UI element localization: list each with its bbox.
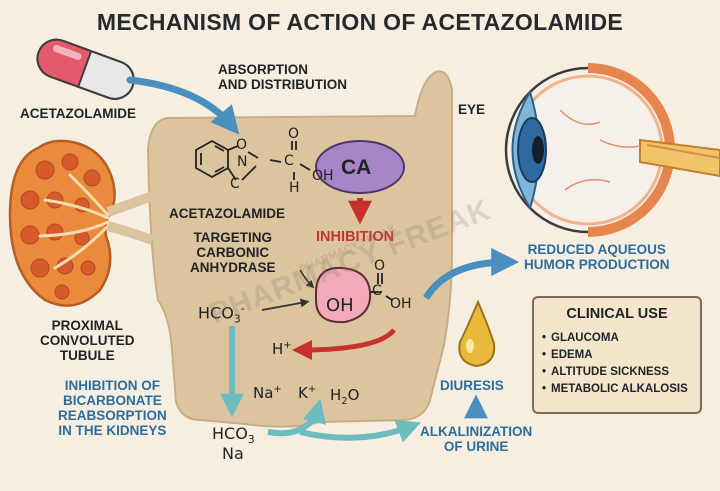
- mol-oh: OH: [312, 168, 334, 184]
- kidney-icon: [8, 139, 116, 307]
- carb-c: C: [372, 283, 382, 299]
- clinical-use-title: CLINICAL USE: [566, 306, 668, 322]
- eye-icon: [504, 63, 720, 237]
- proton-release-arrow: [292, 328, 396, 360]
- sodium-ion: Na+: [253, 384, 282, 402]
- reduced-aqueous-label: REDUCED AQUEOUS HUMOR PRODUCTION: [524, 242, 670, 273]
- bicarbonate-inhibition-label: INHIBITION OF BICARBONATE REABSORPTION I…: [58, 378, 167, 439]
- pill-capsule-icon: [36, 38, 135, 100]
- mol-c: C: [230, 176, 240, 192]
- clinical-use-list: GLAUCOMA EDEMA ALTITUDE SICKNESS METABOL…: [542, 332, 688, 400]
- page-title: MECHANISM OF ACTION OF ACETAZOLAMIDE: [96, 9, 624, 35]
- targeting-label: TARGETING CARBONIC ANHYDRASE: [190, 230, 276, 276]
- excreted-sodium: Na: [222, 444, 244, 463]
- oh-group: OH: [326, 295, 354, 316]
- bicarbonate-ion: HCO3-: [198, 302, 245, 326]
- water: H2O: [330, 386, 360, 407]
- clinical-use-item: ALTITUDE SICKNESS: [542, 366, 688, 378]
- proton: H+: [272, 340, 292, 358]
- alkalinization-arrow: [299, 419, 421, 443]
- aqueous-humor-arrow: [423, 248, 520, 300]
- alkalinization-label: ALKALINIZATION OF URINE: [420, 424, 533, 455]
- clinical-use-item: EDEMA: [542, 349, 688, 361]
- molecule-label: ACETAZOLAMIDE: [169, 206, 285, 221]
- mol-h: H: [289, 180, 300, 196]
- clinical-use-box: CLINICAL USE GLAUCOMA EDEMA ALTITUDE SIC…: [532, 296, 702, 414]
- mol-c2: C: [284, 153, 294, 169]
- potassium-ion: K+: [298, 384, 317, 402]
- ca-label: CA: [341, 156, 372, 179]
- mol-n: N: [237, 154, 248, 170]
- mol-o2: O: [288, 126, 300, 142]
- absorption-label: ABSORPTION AND DISTRIBUTION: [218, 62, 347, 93]
- inhibition-label: INHIBITION: [316, 229, 395, 245]
- clinical-use-item: GLAUCOMA: [542, 332, 688, 344]
- kidney-label: PROXIMAL CONVOLUTED TUBULE: [40, 318, 135, 364]
- absorption-arrow: [126, 76, 240, 135]
- acetazolamide-molecule: [195, 139, 311, 181]
- diuresis-label: DIURESIS: [440, 378, 504, 393]
- carb-o: O: [374, 258, 386, 274]
- mol-o: O: [236, 137, 248, 153]
- eye-label: EYE: [458, 102, 486, 117]
- drug-label: ACETAZOLAMIDE: [20, 106, 136, 121]
- carbonic-anhydrase-shape: [315, 140, 405, 194]
- excreted-bicarbonate: HCO3: [212, 424, 255, 447]
- clinical-use-item: METABOLIC ALKALOSIS: [542, 383, 688, 395]
- carb-oh: OH: [390, 296, 412, 312]
